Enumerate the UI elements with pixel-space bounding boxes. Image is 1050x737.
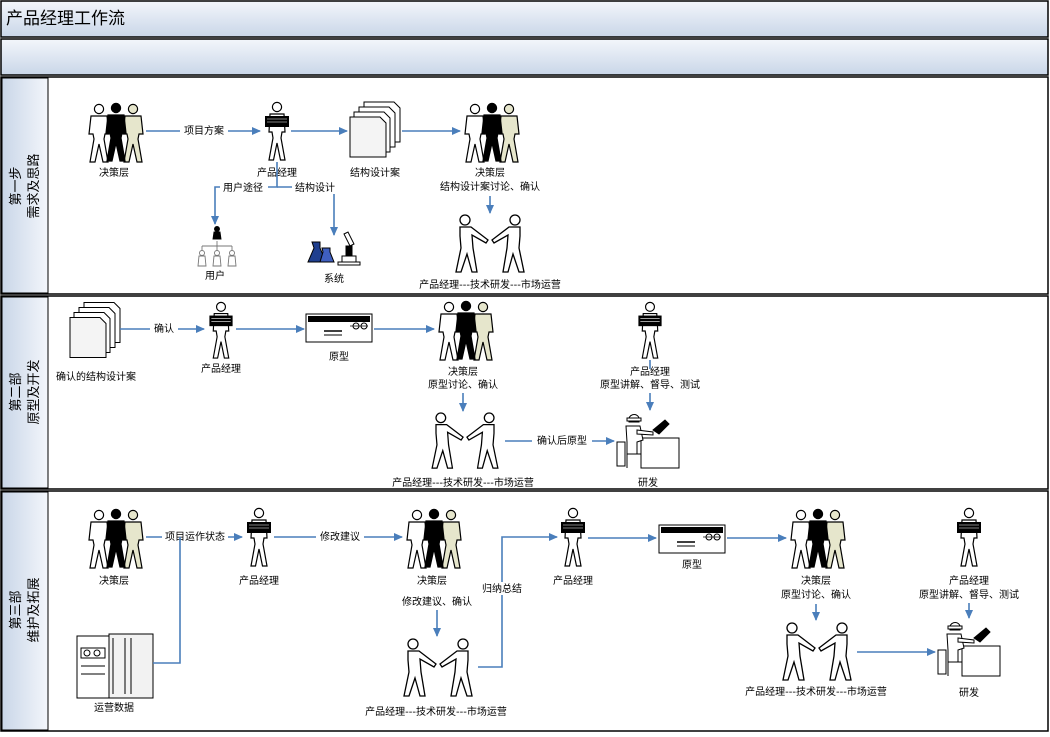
flow-arrow (153, 537, 181, 664)
edge-label: 用户途径 (223, 181, 263, 194)
node-label: 原型 (329, 350, 349, 363)
node-label: 决策层 (417, 574, 447, 587)
lane-label-2-line1: 第二部 (9, 372, 24, 411)
node-label: 原型讲解、督导、测试 (600, 378, 700, 391)
lane-label-1-line2: 需求及思路 (26, 153, 42, 218)
lane-label-1: 第一步 需求及思路 (9, 153, 42, 218)
edge-label: 修改建议 (320, 530, 360, 543)
server-rack-icon (76, 633, 154, 699)
lane-label-2: 第二部 原型及开发 (9, 359, 42, 424)
node-label: 修改建议、确认 (402, 595, 472, 608)
node-label: 决策层 (448, 365, 478, 378)
prototype-icon (658, 524, 726, 554)
node-label: 系统 (324, 272, 344, 285)
edge-label: 结构设计 (295, 181, 335, 194)
lane-label-3-line1: 第三部 (9, 590, 24, 629)
node-label: 产品经理 (553, 574, 593, 587)
node-label: 运营数据 (94, 701, 134, 714)
node-label: 研发 (959, 686, 979, 699)
node-label: 原型 (682, 558, 702, 571)
lane-3: 决策层 产品经理 决策层 修改建议、确认 产品经理 原型 决策层 原型讨论、确认… (76, 507, 1019, 718)
edge-label: 项目运作状态 (165, 530, 225, 543)
node-label: 决策层 (475, 166, 505, 179)
title-bar: 产品经理工作流 (0, 0, 1049, 38)
node-label: 产品经理---技术研发---市场运营 (365, 705, 507, 718)
node-label: 决策层 (99, 574, 129, 587)
node-label: 产品经理 (630, 365, 670, 378)
node-label: 决策层 (801, 574, 831, 587)
node-label: 产品经理 (949, 574, 989, 587)
node-label: 产品经理---技术研发---市场运营 (392, 476, 534, 489)
edge-label: 归纳总结 (482, 582, 522, 595)
flow-arrow (478, 533, 558, 668)
lane-1: 决策层 产品经理 结构设计案 决策层 结构设计案讨论、确认 用户 系统 产品经理… (89, 101, 561, 291)
diagram-title: 产品经理工作流 (6, 9, 125, 29)
lane-frames (0, 76, 1049, 732)
node-label: 原型讲解、督导、测试 (919, 588, 1019, 601)
node-label: 原型讨论、确认 (781, 588, 851, 601)
edge-label: 确认 (154, 322, 174, 335)
node-label: 产品经理 (201, 362, 241, 375)
prototype-icon (305, 313, 373, 343)
node-label: 产品经理 (239, 574, 279, 587)
node-label: 决策层 (99, 166, 129, 179)
node-label: 原型讨论、确认 (428, 378, 498, 391)
node-label: 结构设计案讨论、确认 (440, 180, 540, 193)
node-label: 产品经理---技术研发---市场运营 (745, 685, 887, 698)
node-label: 产品经理---技术研发---市场运营 (419, 278, 561, 291)
lane-label-3: 第三部 维护及拓展 (9, 577, 42, 642)
lane-label-3-line2: 维护及拓展 (27, 577, 42, 642)
lane-label-2-line2: 原型及开发 (26, 359, 42, 424)
lane-2: 确认的结构设计案 产品经理 原型 决策层 原型讨论、确认 产品经理 原型讲解、督… (56, 301, 700, 489)
node-label: 确认的结构设计案 (56, 370, 136, 383)
node-label: 结构设计案 (350, 166, 400, 179)
lane-label-1-line1: 第一步 (9, 166, 24, 205)
edge-label: 项目方案 (184, 124, 224, 137)
node-label: 用户 (205, 269, 225, 282)
edge-label: 确认后原型 (537, 434, 587, 447)
node-label: 研发 (638, 476, 658, 489)
header-band (0, 38, 1049, 76)
